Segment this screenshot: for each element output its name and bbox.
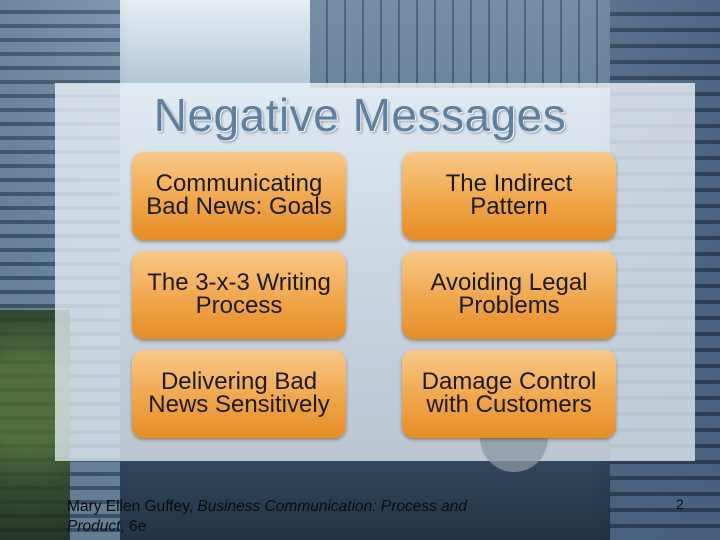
topic-delivering-bad-news-sensitively[interactable]: Delivering Bad News Sensitively <box>132 350 346 438</box>
topic-label: Damage Control with Customers <box>421 368 597 418</box>
topic-damage-control[interactable]: Damage Control with Customers <box>402 350 616 438</box>
footer-book-title-cont: Product <box>67 518 121 535</box>
topic-indirect-pattern[interactable]: The Indirect Pattern <box>402 152 616 240</box>
footer-edition: , 6e <box>120 518 147 535</box>
topic-3x3-writing-process[interactable]: The 3-x-3 Writing Process <box>132 251 346 339</box>
topic-label: Delivering Bad News Sensitively <box>148 368 330 418</box>
page-number: 2 <box>676 496 684 512</box>
topic-communicating-bad-news-goals[interactable]: Communicating Bad News: Goals <box>132 152 346 240</box>
footer-book-title: Business Communication: Process and <box>197 498 468 515</box>
topic-label: The Indirect Pattern <box>445 170 573 220</box>
topic-avoiding-legal-problems[interactable]: Avoiding Legal Problems <box>402 251 616 339</box>
building-top-image <box>310 0 610 88</box>
topic-label: Communicating Bad News: Goals <box>146 170 332 220</box>
footer-author: Mary Ellen Guffey, <box>67 498 194 515</box>
topic-label: The 3-x-3 Writing Process <box>147 269 331 319</box>
topic-label: Avoiding Legal Problems <box>430 269 588 319</box>
slide-title: Negative Messages <box>153 89 567 141</box>
footer-citation: Mary Ellen Guffey, Business Communicatio… <box>67 497 557 537</box>
